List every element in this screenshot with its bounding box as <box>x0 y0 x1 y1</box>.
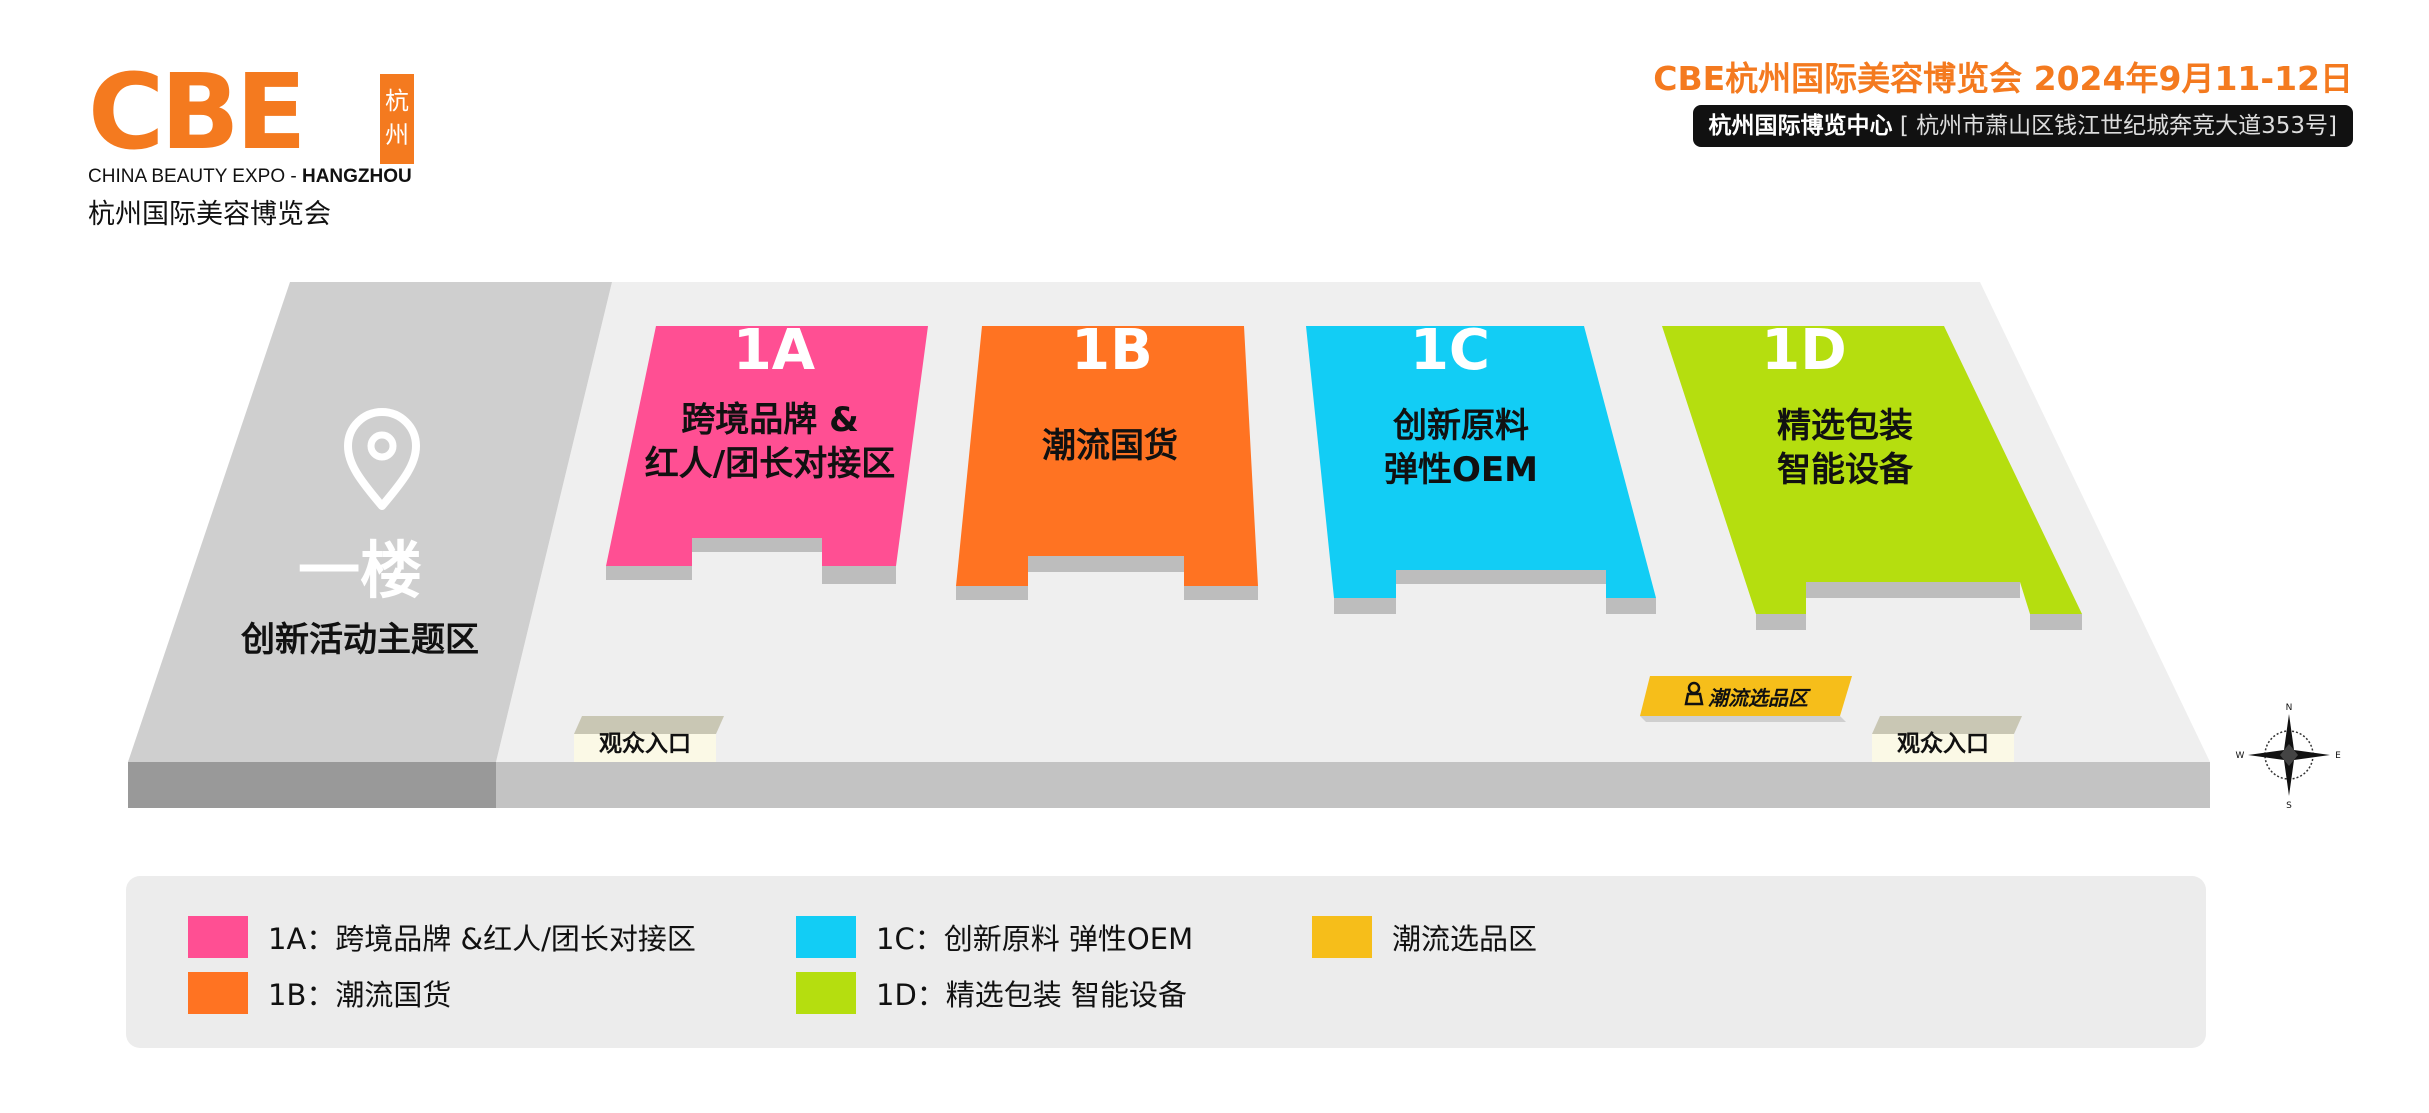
legend-swatch-1a <box>188 916 248 958</box>
compass-south: S <box>2286 801 2292 810</box>
trend-zone[interactable] <box>1640 676 1852 722</box>
hall-1c[interactable] <box>1306 326 1656 614</box>
logo-chinese-name: 杭州国际美容博览会 <box>88 199 331 230</box>
hall-1a[interactable] <box>606 326 928 584</box>
hall-1c-name: 创新原料弹性OEM <box>1384 406 1538 490</box>
entrance-left[interactable] <box>574 716 724 762</box>
venue-info: 杭州国际博览中心 [ 杭州市萧山区钱江世纪城奔竞大道353号] <box>1692 105 2353 147</box>
legend-item-trend: 潮流选品区 <box>1312 916 1537 958</box>
floor-slab-front <box>496 762 2210 808</box>
legend-item-1a: 1A：跨境品牌 &红人/团长对接区 <box>188 916 696 958</box>
hall-1d[interactable] <box>1662 326 2082 630</box>
legend-item-1d: 1D：精选包装 智能设备 <box>796 972 1187 1014</box>
legend-text-1a: 1A：跨境品牌 &红人/团长对接区 <box>268 922 696 956</box>
trend-zone-shape[interactable] <box>1640 676 1852 716</box>
logo-mark: CBE <box>88 51 307 173</box>
legend-item-1b: 1B：潮流国货 <box>188 972 451 1014</box>
legend-text-1c: 1C：创新原料 弹性OEM <box>876 922 1194 956</box>
venue-address: [ 杭州市萧山区钱江世纪城奔竞大道353号] <box>1899 113 2337 139</box>
compass-west: W <box>2236 751 2245 761</box>
hall-1b[interactable] <box>956 326 1258 600</box>
legend-swatch-trend <box>1312 916 1372 958</box>
hall-1b-shape[interactable] <box>956 326 1258 586</box>
trend-zone-label: 潮流选品区 <box>1708 686 1808 710</box>
compass-north: N <box>2286 703 2293 713</box>
floor-name: 一楼 <box>297 534 422 607</box>
compass-east: E <box>2335 751 2341 761</box>
cbe-logo: CBE 杭州 CHINA BEAUTY EXPO - HANGZHOU 杭州国际… <box>88 51 448 232</box>
hall-1c-code: 1C <box>1409 318 1491 383</box>
entrance-left-label: 观众入口 <box>599 731 691 757</box>
hall-1a-name: 跨境品牌 &红人/团长对接区 <box>644 400 896 484</box>
legend: 1A：跨境品牌 &红人/团长对接区 1B：潮流国货 1C：创新原料 弹性OEM … <box>126 876 2206 1048</box>
shopper-icon <box>1684 681 1704 706</box>
legend-text-1d: 1D：精选包装 智能设备 <box>876 978 1187 1012</box>
entrance-right-label: 观众入口 <box>1897 731 1989 757</box>
hall-1a-shape[interactable] <box>606 326 928 566</box>
hall-1b-name: 潮流国货 <box>1042 426 1178 466</box>
hall-1d-code: 1D <box>1761 318 1847 383</box>
legend-swatch-1b <box>188 972 248 1014</box>
venue-name: 杭州国际博览中心 <box>1708 113 1893 139</box>
hall-1d-name: 精选包装智能设备 <box>1777 406 1913 490</box>
compass-icon: N S E W <box>2236 703 2342 810</box>
theme-zone-front <box>128 762 496 808</box>
legend-item-1c: 1C：创新原料 弹性OEM <box>796 916 1193 958</box>
hall-1b-code: 1B <box>1071 318 1153 383</box>
logo-english-name: CHINA BEAUTY EXPO - HANGZHOU <box>88 166 412 187</box>
event-title: CBE杭州国际美容博览会 2024年9月11-12日 <box>1653 59 2353 98</box>
floor-theme: 创新活动主题区 <box>241 620 479 660</box>
hall-1a-code: 1A <box>732 318 816 383</box>
theme-zone <box>128 282 612 762</box>
legend-text-1b: 1B：潮流国货 <box>268 978 452 1012</box>
legend-text-trend: 潮流选品区 <box>1392 922 1538 956</box>
legend-swatch-1d <box>796 972 856 1014</box>
legend-swatch-1c <box>796 916 856 958</box>
hall-1c-shape[interactable] <box>1306 326 1656 598</box>
logo-city-badge: 杭州 <box>380 74 414 164</box>
hall-1d-shape[interactable] <box>1662 326 2082 614</box>
entrance-right[interactable] <box>1872 716 2022 762</box>
location-pin-icon <box>344 408 420 510</box>
